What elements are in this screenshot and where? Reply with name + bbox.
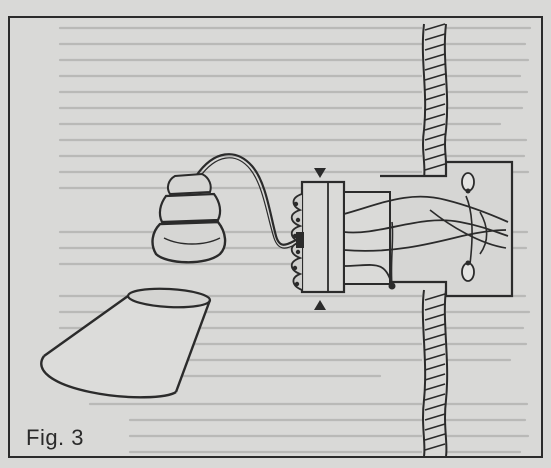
wall-box <box>380 160 514 298</box>
socket-block <box>300 168 509 310</box>
power-cord <box>195 153 297 249</box>
figure-caption: Fig. 3 <box>26 425 85 450</box>
lamp-holder <box>151 172 227 264</box>
lamp-shade <box>39 287 212 399</box>
figure-frame <box>8 16 543 458</box>
plug-face <box>290 193 304 291</box>
